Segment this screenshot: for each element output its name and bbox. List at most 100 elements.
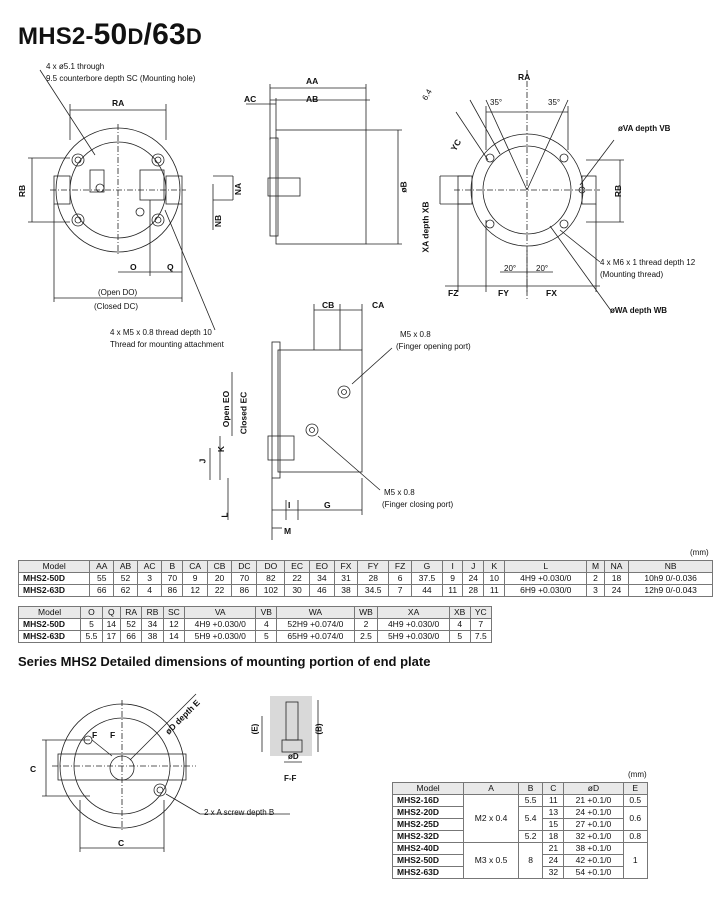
cell: 38 bbox=[141, 630, 164, 643]
table-header-row: Model O Q RA RB SC VA VB WA WB XA XB YC bbox=[17, 606, 493, 619]
cell: 66 bbox=[119, 630, 143, 643]
col-j: J bbox=[462, 560, 485, 573]
cell: 24 bbox=[603, 584, 630, 597]
cell: 4 bbox=[136, 584, 163, 597]
cell: 3 bbox=[586, 584, 605, 597]
col-fy: FY bbox=[357, 560, 390, 573]
dim-o: O bbox=[130, 262, 137, 272]
cell: 38 +0.1/0 bbox=[563, 842, 624, 855]
dim-fz: FZ bbox=[448, 288, 459, 298]
dim-ac: AC bbox=[244, 94, 257, 104]
cell: 24 bbox=[542, 854, 565, 867]
dim-cb: CB bbox=[322, 300, 335, 310]
col-ca: CA bbox=[182, 560, 208, 573]
cell: 4H9 +0.030/0 bbox=[377, 618, 450, 631]
dim-f-1: F bbox=[92, 730, 98, 740]
col-nb: NB bbox=[628, 560, 713, 573]
attach-thread-callout: 4 x M5 x 0.8 thread depth 10 bbox=[110, 328, 212, 337]
col-va: VA bbox=[184, 606, 257, 619]
dim-k: K bbox=[216, 445, 227, 453]
finger-close-callout: M5 x 0.8 bbox=[384, 488, 415, 497]
table-row: MHS2-20D 5.4 13 24 +0.1/0 0.6 bbox=[391, 806, 648, 831]
col-eo: EO bbox=[308, 560, 335, 573]
section-shade bbox=[270, 696, 312, 756]
cell: 5H9 +0.030/0 bbox=[184, 630, 257, 643]
finger-close-callout-2: (Finger closing port) bbox=[382, 500, 454, 509]
cell: 21 +0.1/0 bbox=[563, 794, 624, 807]
col-ec: EC bbox=[284, 560, 310, 573]
cell: 7.5 bbox=[469, 630, 493, 643]
cell: 52 bbox=[113, 572, 138, 585]
cell: 4H9 +0.030/0 bbox=[184, 618, 257, 631]
page-title: MHS2-50D/63D bbox=[18, 18, 202, 51]
dim-ec: Closed EC bbox=[238, 391, 249, 435]
cell: 5H9 +0.030/0 bbox=[377, 630, 450, 643]
table-row: MHS2-63D 5.5 17 66 38 14 5H9 +0.030/0 5 … bbox=[17, 630, 493, 643]
dim-b-paren: (B) bbox=[314, 723, 324, 735]
col-q: Q bbox=[101, 606, 121, 619]
mounting-thread-callout-2: (Mounting thread) bbox=[600, 270, 664, 279]
col-model: Model bbox=[391, 782, 465, 795]
dim-rb-right: RB bbox=[613, 184, 624, 198]
col-k: K bbox=[483, 560, 506, 573]
dim-rb: RB bbox=[17, 184, 28, 198]
cell: 42 +0.1/0 bbox=[563, 854, 624, 867]
cell: MHS2-50D bbox=[391, 854, 465, 867]
dim-xa-xb: XA depth XB bbox=[420, 201, 431, 253]
dim-ca: CA bbox=[372, 300, 385, 310]
cell: 11 bbox=[483, 584, 506, 597]
dim-b: øB bbox=[398, 181, 409, 193]
dim-c-horizontal: C bbox=[118, 838, 125, 848]
col-l: L bbox=[504, 560, 588, 573]
cell: 14 bbox=[162, 630, 186, 643]
cell: 4H9 +0.030/0 bbox=[504, 572, 588, 585]
cell: 65H9 +0.074/0 bbox=[276, 630, 355, 643]
cell: 86 bbox=[231, 584, 258, 597]
dim-l: L bbox=[219, 512, 230, 518]
cell: 22 bbox=[206, 584, 233, 597]
dim-od: øD bbox=[288, 752, 299, 761]
dim-e-paren: (E) bbox=[250, 723, 260, 735]
cell: 12 bbox=[162, 618, 186, 631]
cell: MHS2-40D bbox=[391, 842, 465, 855]
angle-35-left: 35° bbox=[490, 98, 503, 107]
cell: 2 bbox=[353, 618, 379, 631]
cell: 0.5 bbox=[622, 794, 648, 807]
cell: 0.8 bbox=[622, 830, 648, 843]
cell: MHS2-25D bbox=[391, 818, 465, 831]
table-header-row: Model A B C øD E bbox=[391, 782, 648, 795]
cell: 5 bbox=[80, 618, 103, 631]
dim-od-depth-e: øD depth E bbox=[163, 697, 202, 737]
cell: MHS2-32D bbox=[391, 830, 465, 843]
col-od: øD bbox=[563, 782, 624, 795]
cell: 32 bbox=[542, 866, 565, 879]
cell: 55 bbox=[89, 572, 115, 585]
table-row: MHS2-63D 66 62 4 86 12 22 86 102 30 46 3… bbox=[17, 584, 713, 597]
cell: 30 bbox=[284, 584, 310, 597]
attach-thread-callout-2: Thread for mounting attachment bbox=[110, 340, 224, 349]
cell: 20 bbox=[206, 572, 233, 585]
wa-callout: øWA depth WB bbox=[610, 306, 668, 315]
angle-35-right: 35° bbox=[548, 98, 561, 107]
cell: 2 bbox=[586, 572, 605, 585]
col-wb: WB bbox=[353, 606, 379, 619]
cell: 34 bbox=[308, 572, 335, 585]
dim-c-vertical: C bbox=[30, 764, 37, 774]
cell: 6H9 +0.030/0 bbox=[504, 584, 588, 597]
cell: MHS2-50D bbox=[17, 572, 91, 585]
cell: 10 bbox=[483, 572, 506, 585]
dim-j: J bbox=[197, 458, 208, 464]
col-xb: XB bbox=[448, 606, 471, 619]
cell: 11 bbox=[542, 794, 565, 807]
va-callout: øVA depth VB bbox=[618, 124, 671, 133]
open-do-label: (Open DO) bbox=[98, 288, 138, 297]
dim-m: M bbox=[284, 526, 292, 536]
col-b: B bbox=[517, 782, 544, 795]
unit-label-2: (mm) bbox=[628, 770, 647, 779]
cell: 62 bbox=[113, 584, 138, 597]
cell: 4 bbox=[255, 618, 278, 631]
cell: 18 bbox=[542, 830, 565, 843]
col-xa: XA bbox=[377, 606, 450, 619]
col-na: NA bbox=[603, 560, 630, 573]
cell: 21 bbox=[542, 842, 565, 855]
